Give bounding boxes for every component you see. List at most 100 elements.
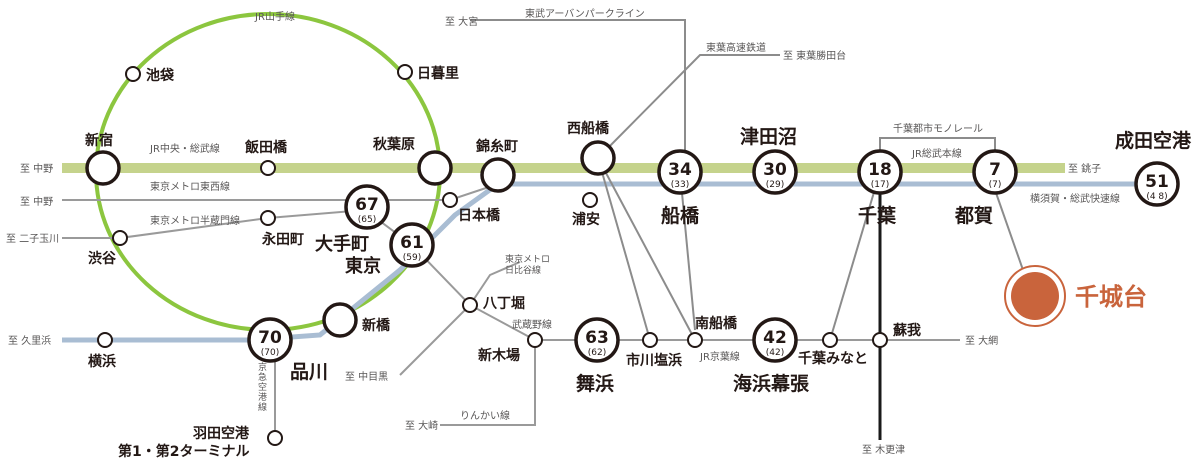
yokohama-marker: [97, 332, 113, 348]
time-tokyo-sub: (59): [403, 253, 421, 263]
time-kaihinmakuhari: 42: [763, 328, 787, 348]
shinagawa-marker: [247, 317, 293, 363]
chibaminato-marker: [822, 332, 838, 348]
time-narita: 51: [1145, 172, 1169, 192]
shinkiba-marker: [527, 332, 543, 348]
dir-nakano-2: 至 中野: [20, 195, 53, 208]
nishifunabashi-keiyo-2: [597, 157, 696, 341]
time-funabashi: 34: [668, 160, 692, 180]
dir-ohami: 至 大網: [965, 334, 998, 347]
time-tokyo: 61: [400, 233, 424, 253]
shinbashi-marker: [322, 302, 358, 338]
station-shinkiba: 新木場: [478, 347, 520, 364]
time-otemachi: 67: [355, 195, 379, 215]
toga-marker: [972, 149, 1018, 195]
station-chiba: 千葉: [858, 205, 897, 227]
station-toga: 都賀: [954, 205, 993, 227]
station-yokohama: 横浜: [88, 353, 116, 370]
station-iidabashi: 飯田橋: [244, 139, 288, 156]
station-tsudanuma: 津田沼: [740, 125, 797, 148]
tozai-line: [62, 183, 499, 201]
time-tsudanuma-sub: (29): [766, 180, 784, 190]
station-ichikawashiohama: 市川塩浜: [626, 352, 682, 369]
toyo-rapid-line: [597, 54, 780, 159]
station-kinshicho: 錦糸町: [476, 138, 518, 155]
line-label-group: JR山手線 JR中央・総武線 JR総武本線 横須賀・総武快速線 東京メトロ東西線…: [149, 7, 1120, 422]
time-otemachi-sub: (65): [358, 215, 376, 225]
line-label-hibiya: 東京メトロ日比谷線: [505, 253, 550, 276]
narita-marker: [1134, 161, 1180, 207]
nishifunabashi-keiyo-1: [597, 157, 651, 341]
chiba-marker: [857, 149, 903, 195]
time-tsudanuma: 30: [763, 160, 787, 180]
dir-kurihama: 至 久里浜: [8, 335, 51, 347]
maihama-marker: [574, 317, 620, 363]
ichikawashiohama-marker: [642, 332, 658, 348]
line-label-musashino: 武蔵野線: [512, 318, 552, 331]
station-shibuya: 渋谷: [88, 250, 117, 267]
dir-nakano-1: 至 中野: [20, 162, 53, 175]
time-kaihinmakuhari-sub: (42): [766, 348, 784, 358]
station-shinbashi: 新橋: [362, 317, 391, 334]
time-narita-sub: (4 8): [1146, 192, 1167, 202]
station-shinjuku: 新宿: [85, 132, 113, 149]
tokyo-marker: [389, 222, 435, 268]
station-tokyo: 東京: [345, 255, 381, 277]
line-label-toyo: 東葉高速鉄道: [706, 41, 766, 54]
station-urayasu: 浦安: [572, 211, 600, 228]
station-akihabara: 秋葉原: [373, 136, 415, 153]
station-nihonbashi: 日本橋: [458, 207, 501, 224]
time-chiba: 18: [868, 160, 892, 180]
line-label-yamanote: JR山手線: [254, 10, 295, 23]
line-label-chuo-sobu: JR中央・総武線: [149, 142, 220, 155]
time-toga: 7: [989, 160, 1001, 180]
nagatacho-marker: [260, 210, 276, 226]
otemachi-marker: [344, 184, 390, 230]
major-station-markers: [85, 140, 616, 338]
nishifunabashi-marker: [580, 140, 616, 176]
akihabara-marker: [417, 150, 453, 186]
dir-nakameguro: 至 中目黒: [345, 370, 388, 383]
dir-choshi: 至 銚子: [1068, 162, 1101, 175]
funabashi-minamifunabashi: [679, 171, 696, 331]
iidabashi-marker: [260, 160, 276, 176]
station-ikebukuro: 池袋: [146, 67, 175, 84]
dir-futakotamagawa: 至 二子玉川: [6, 233, 59, 245]
travel-times: 67 (65) 61 (59) 70 (70) 34 (33) 30 (29) …: [258, 160, 1169, 358]
station-soga: 蘇我: [892, 322, 921, 339]
urayasu-marker: [582, 192, 598, 208]
dir-osaki: 至 大崎: [405, 419, 438, 432]
hibiya-line: [399, 261, 521, 376]
station-otemachi: 大手町: [315, 233, 369, 255]
time-funabashi-sub: (33): [671, 180, 689, 190]
station-minamifunabashi: 南船橋: [695, 315, 738, 332]
direction-labels: 至 中野 至 中野 至 二子玉川 至 久里浜 至 中目黒 至 大崎 至 大宮 至…: [6, 15, 1101, 456]
line-label-yokosuka: 横須賀・総武快速線: [1030, 192, 1120, 205]
kinshicho-marker: [480, 157, 516, 193]
chiba-chibaminato: [829, 171, 881, 341]
haneda-marker: [267, 430, 283, 446]
station-narita-airport: 成田空港: [1115, 129, 1192, 152]
line-label-sobu-main: JR総武本線: [911, 147, 962, 160]
ikebukuro-marker: [125, 66, 141, 82]
line-label-monorail: 千葉都市モノレール: [893, 122, 983, 135]
time-maihama-sub: (62): [588, 348, 606, 358]
station-names: 池袋 日暮里 新宿 飯田橋 秋葉原 錦糸町 西船橋 津田沼 成田空港 日本橋 浦…: [85, 65, 1192, 460]
dir-toyokatsutadai: 至 東葉勝田台: [783, 49, 846, 62]
time-shinagawa: 70: [258, 328, 282, 348]
time-maihama: 63: [585, 328, 609, 348]
soga-marker: [872, 332, 888, 348]
kaihinmakuhari-marker: [752, 317, 798, 363]
time-chiba-sub: (17): [871, 180, 889, 190]
station-nippori: 日暮里: [417, 65, 459, 82]
time-toga-sub: (7): [989, 180, 1002, 190]
keiyo-line: [411, 244, 960, 341]
dir-omiya: 至 大宮: [445, 15, 478, 28]
station-funabashi: 船橋: [661, 204, 700, 227]
shibuya-marker: [112, 230, 128, 246]
dir-kisarazu: 至 木更津: [862, 444, 905, 456]
tsudanuma-marker: [752, 149, 798, 195]
station-hatchobori: 八丁堀: [482, 296, 525, 312]
hatchobori-marker: [462, 297, 478, 313]
